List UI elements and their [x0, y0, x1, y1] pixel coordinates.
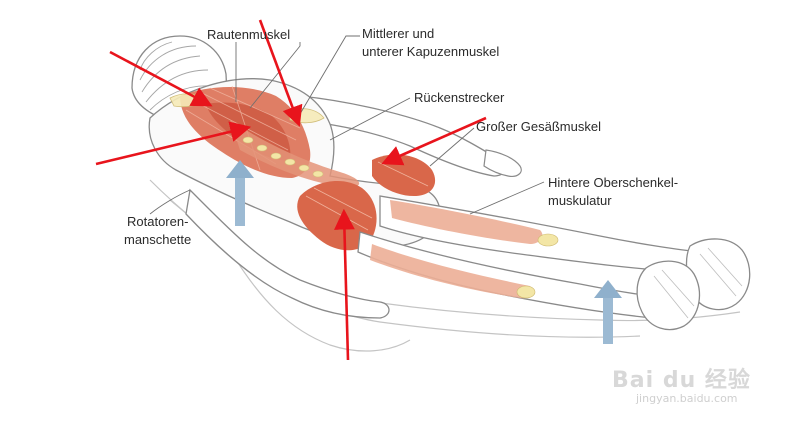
watermark-url: jingyan.baidu.com — [636, 392, 738, 405]
red-arrow-bottom — [334, 208, 355, 361]
red-arrow-top — [258, 19, 303, 127]
label-gesaessmuskel: Großer Gesäßmuskel — [476, 119, 601, 134]
watermark-brand: Bai du 经验 — [612, 368, 751, 393]
blue-motion-arrow-left — [226, 160, 254, 226]
red-arrow-top-left — [109, 50, 213, 107]
leader-lines — [149, 35, 545, 215]
lower-arm — [185, 188, 390, 319]
label-rotatoren-line1: Rotatoren- — [127, 214, 189, 229]
upper-arm — [299, 95, 522, 177]
label-rueckenstrecker: Rückenstrecker — [414, 90, 505, 105]
label-rotatoren-line2: manschette — [124, 232, 192, 247]
label-rautenmuskel: Rautenmuskel — [207, 27, 291, 42]
label-kapuzenmuskel-line1: Mittlerer und — [362, 26, 435, 41]
feet — [636, 238, 751, 331]
red-arrow-gluteus — [381, 116, 487, 166]
label-oberschenkel-line1: Hintere Oberschenkel- — [548, 175, 679, 190]
blue-motion-arrow-right — [594, 280, 622, 344]
label-oberschenkel-line2: muskulatur — [548, 193, 612, 208]
red-arrow-left — [95, 121, 252, 166]
label-kapuzenmuskel-line2: unterer Kapuzenmuskel — [362, 44, 500, 59]
red-annotation-arrows — [95, 19, 487, 361]
